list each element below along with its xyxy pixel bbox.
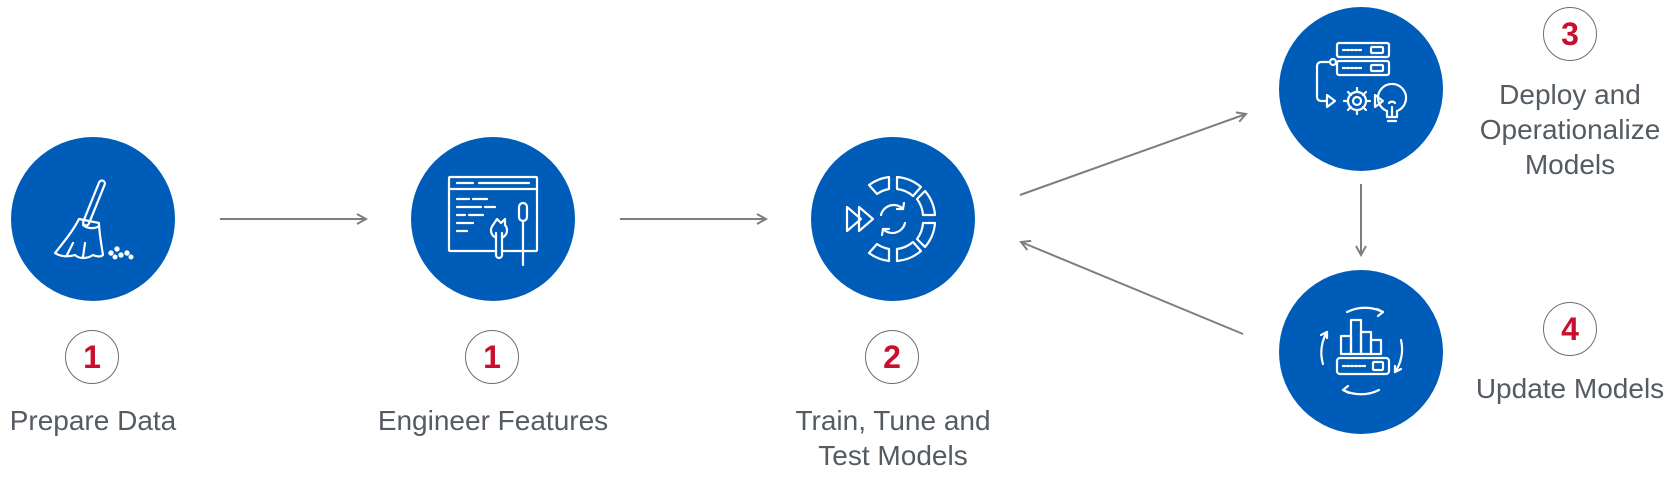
step-number-badge: 3 xyxy=(1543,7,1597,61)
step-label-train-tune-test: Train, Tune and Test Models xyxy=(763,403,1023,473)
step-number-badge: 2 xyxy=(865,330,919,384)
step-number-badge: 1 xyxy=(465,330,519,384)
step-label-line: Deploy and xyxy=(1499,79,1641,110)
step-label-line: Operationalize xyxy=(1479,114,1661,145)
arrow-update-to-train xyxy=(1021,242,1244,335)
step-label-line: Models xyxy=(1524,149,1616,180)
step-deploy-models-circle xyxy=(1279,7,1443,171)
update-chart-icon xyxy=(1319,306,1404,396)
broom-icon xyxy=(53,179,134,260)
step-label-line: Train, Tune and xyxy=(795,405,991,436)
step-label-line: Test Models xyxy=(818,440,968,471)
step-label-engineer-features: Engineer Features xyxy=(363,403,623,438)
step-number-badge: 4 xyxy=(1543,302,1597,356)
step-label-update-models: Update Models xyxy=(1460,371,1680,406)
step-label-line: Engineer Features xyxy=(377,405,609,436)
step-number-badge: 1 xyxy=(65,330,119,384)
server-deploy-icon xyxy=(1315,41,1408,123)
step-update-models-circle xyxy=(1279,270,1443,434)
arrow-train-to-deploy xyxy=(1019,114,1246,196)
step-label-prepare-data: Prepare Data xyxy=(0,403,193,438)
training-cycle-icon xyxy=(845,175,937,263)
step-label-deploy-operationalize: Deploy and Operationalize Models xyxy=(1460,77,1680,182)
step-label-line: Update Models xyxy=(1475,373,1665,404)
step-engineer-features-circle xyxy=(411,137,575,301)
step-train-models-circle xyxy=(811,137,975,301)
step-label-line: Prepare Data xyxy=(9,405,177,436)
code-window-tools-icon xyxy=(447,175,539,267)
step-prepare-data-circle xyxy=(11,137,175,301)
